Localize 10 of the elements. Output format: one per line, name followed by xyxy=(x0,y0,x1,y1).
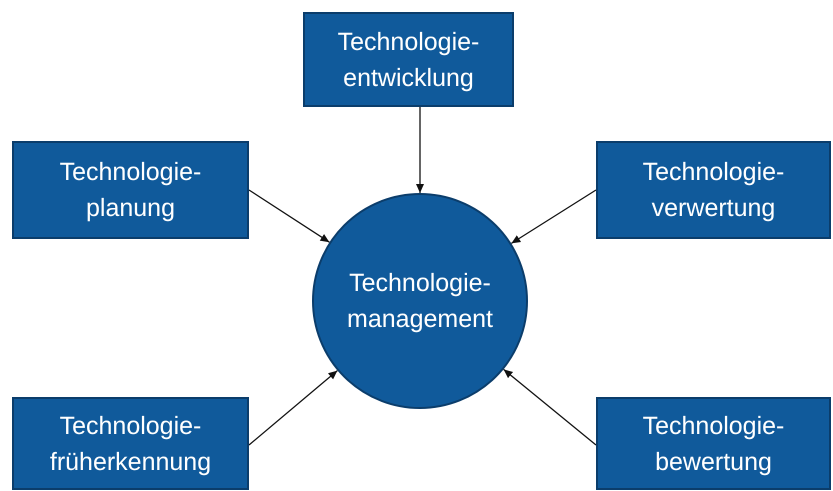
arrow xyxy=(416,107,424,193)
process-box: Technologie- früherkennung xyxy=(12,397,249,490)
process-box: Technologie- verwertung xyxy=(596,141,831,239)
arrow xyxy=(503,368,596,446)
arrow xyxy=(511,189,596,244)
process-box: Technologie- planung xyxy=(12,141,249,239)
arrow xyxy=(248,189,330,243)
process-box: Technologie- bewertung xyxy=(596,397,831,490)
process-box: Technologie- entwicklung xyxy=(303,12,514,107)
arrow xyxy=(248,370,338,446)
